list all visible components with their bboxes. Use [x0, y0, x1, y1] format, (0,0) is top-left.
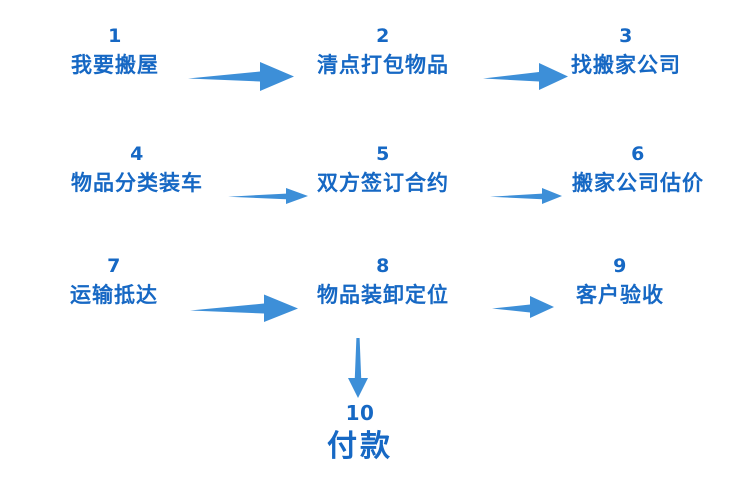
step-label: 双方签订合约 [317, 170, 449, 195]
arrow-right-icon-step7-step8 [190, 292, 298, 324]
step-label: 搬家公司估价 [572, 170, 704, 195]
step-label: 清点打包物品 [317, 52, 449, 77]
step-number: 8 [376, 255, 390, 277]
flow-step-7[interactable]: 7 运输抵达 [70, 256, 158, 307]
step-number: 5 [376, 143, 390, 165]
arrow-right-icon-step1-step2 [188, 59, 294, 93]
step-label: 物品分类装车 [71, 170, 203, 195]
step-number: 10 [345, 401, 375, 425]
step-number: 4 [130, 143, 144, 165]
flow-step-5[interactable]: 5 双方签订合约 [317, 144, 449, 195]
step-number: 7 [107, 255, 121, 277]
arrow-right-icon-step4-step5 [228, 186, 308, 206]
flow-step-2[interactable]: 2 清点打包物品 [317, 26, 449, 77]
flow-step-6[interactable]: 6 搬家公司估价 [572, 144, 704, 195]
arrow-down-icon-step8-step10 [345, 338, 371, 398]
step-number: 9 [613, 255, 627, 277]
arrow-right-icon-step2-step3 [483, 60, 568, 92]
step-label: 找搬家公司 [571, 52, 681, 77]
step-number: 1 [108, 25, 122, 47]
arrow-right-icon-step5-step6 [490, 186, 562, 206]
step-label: 客户验收 [576, 282, 664, 307]
flow-step-8[interactable]: 8 物品装卸定位 [317, 256, 449, 307]
step-number: 6 [631, 143, 645, 165]
flow-step-9[interactable]: 9 客户验收 [576, 256, 664, 307]
flow-step-10[interactable]: 10 付款 [327, 402, 393, 463]
step-label: 付款 [327, 429, 393, 464]
flow-step-4[interactable]: 4 物品分类装车 [71, 144, 203, 195]
step-number: 2 [376, 25, 390, 47]
step-label: 物品装卸定位 [317, 282, 449, 307]
step-label: 运输抵达 [70, 282, 158, 307]
arrow-right-icon-step8-step9 [492, 294, 554, 320]
step-label: 我要搬屋 [71, 52, 159, 77]
flow-step-1[interactable]: 1 我要搬屋 [71, 26, 159, 77]
step-number: 3 [619, 25, 633, 47]
flow-step-3[interactable]: 3 找搬家公司 [571, 26, 681, 77]
